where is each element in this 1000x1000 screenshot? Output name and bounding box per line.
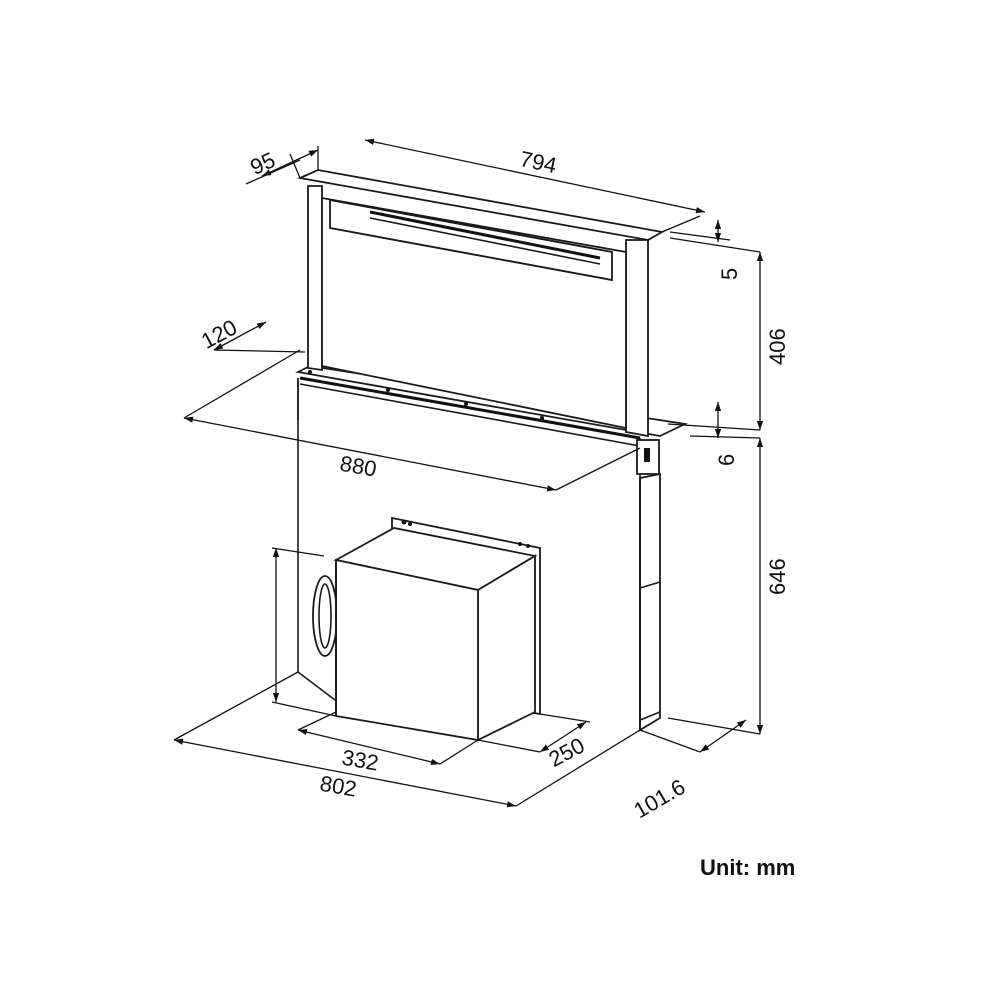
- dim-counter-depth: 120: [197, 314, 241, 353]
- dim-below-counter-height: 646: [765, 558, 790, 595]
- unit-label: Unit: mm: [700, 855, 796, 880]
- dim-counter-width: 880: [338, 451, 379, 482]
- dimension-lines: [173, 138, 764, 808]
- motor-unit: [312, 516, 541, 742]
- hood-lower-body: [297, 378, 661, 732]
- dim-base-thickness: 6: [714, 454, 739, 466]
- dim-top-depth: 95: [246, 147, 279, 180]
- raised-hood-panel: [296, 169, 665, 438]
- dim-motor-width: 332: [340, 745, 381, 776]
- dim-body-depth: 101.6: [629, 774, 689, 823]
- dim-base-width: 802: [318, 771, 359, 802]
- dim-trim-thickness: 5: [717, 268, 742, 280]
- dim-raised-height: 406: [765, 328, 790, 365]
